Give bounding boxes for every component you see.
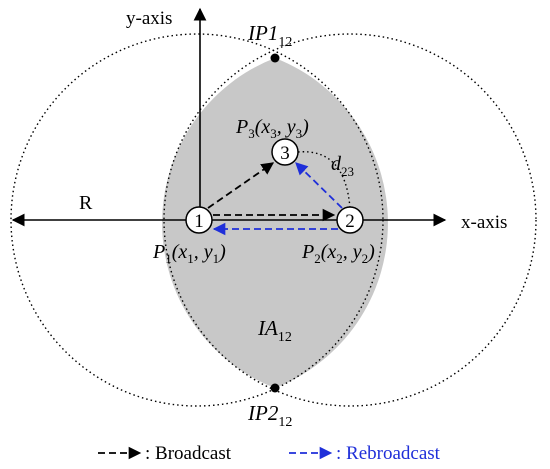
intersection-area-label: IA12 (257, 316, 292, 345)
range-circle-node-2 (163, 33, 537, 407)
intersection-area (162, 58, 388, 388)
node-1: 1 (185, 206, 213, 234)
node-2-id: 2 (345, 211, 355, 232)
intersection-point-bottom (270, 383, 280, 393)
intersection-point-top-label: IP112 (247, 21, 292, 50)
node-2: 2 (336, 206, 364, 234)
node-1-label: P1(x1, y1) (152, 241, 226, 266)
y-axis-label: y-axis (126, 8, 172, 29)
intersection-point-top (270, 53, 280, 63)
node-1-id: 1 (194, 211, 204, 232)
node-2-label: P2(x2, y2) (301, 241, 375, 266)
radius-label: R (79, 192, 93, 214)
legend-rebroadcast-label: : Rebroadcast (336, 443, 441, 464)
node-3: 3 (271, 138, 299, 166)
x-axis-label: x-axis (461, 212, 507, 233)
node-3-id: 3 (280, 143, 290, 164)
intersection-point-bottom-label: IP212 (247, 401, 292, 430)
node-3-label: P3(x3, y3) (235, 116, 309, 141)
legend: : Broadcast : Rebroadcast (98, 443, 441, 464)
legend-broadcast-label: : Broadcast (145, 443, 232, 464)
broadcast-arrow-1-to-3 (207, 162, 275, 209)
distance-label: d23 (331, 153, 354, 179)
